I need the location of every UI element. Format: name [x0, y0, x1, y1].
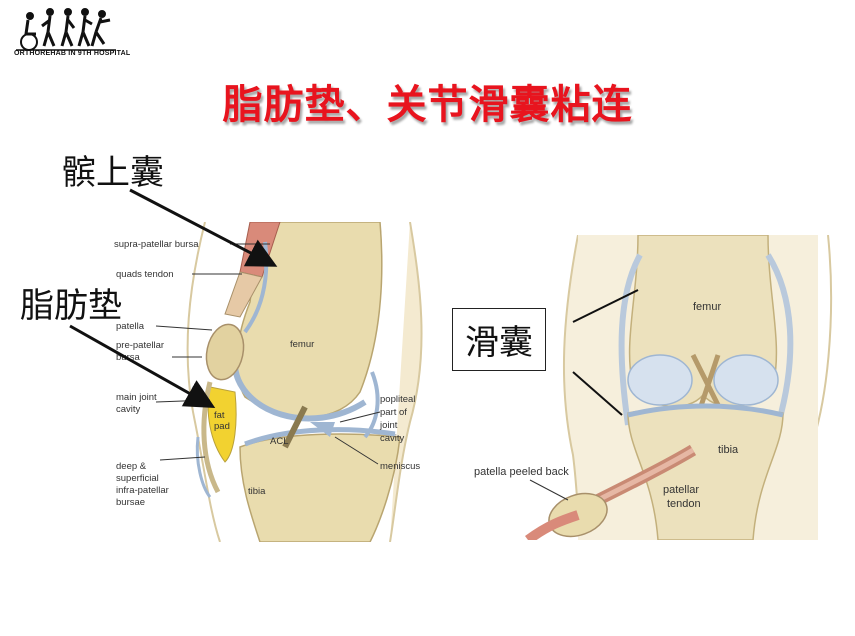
arrow-suprapatellar: [130, 190, 272, 264]
connector-bursa-upper: [573, 290, 638, 322]
arrow-fat-pad: [70, 326, 210, 405]
connector-bursa-lower: [573, 372, 622, 415]
